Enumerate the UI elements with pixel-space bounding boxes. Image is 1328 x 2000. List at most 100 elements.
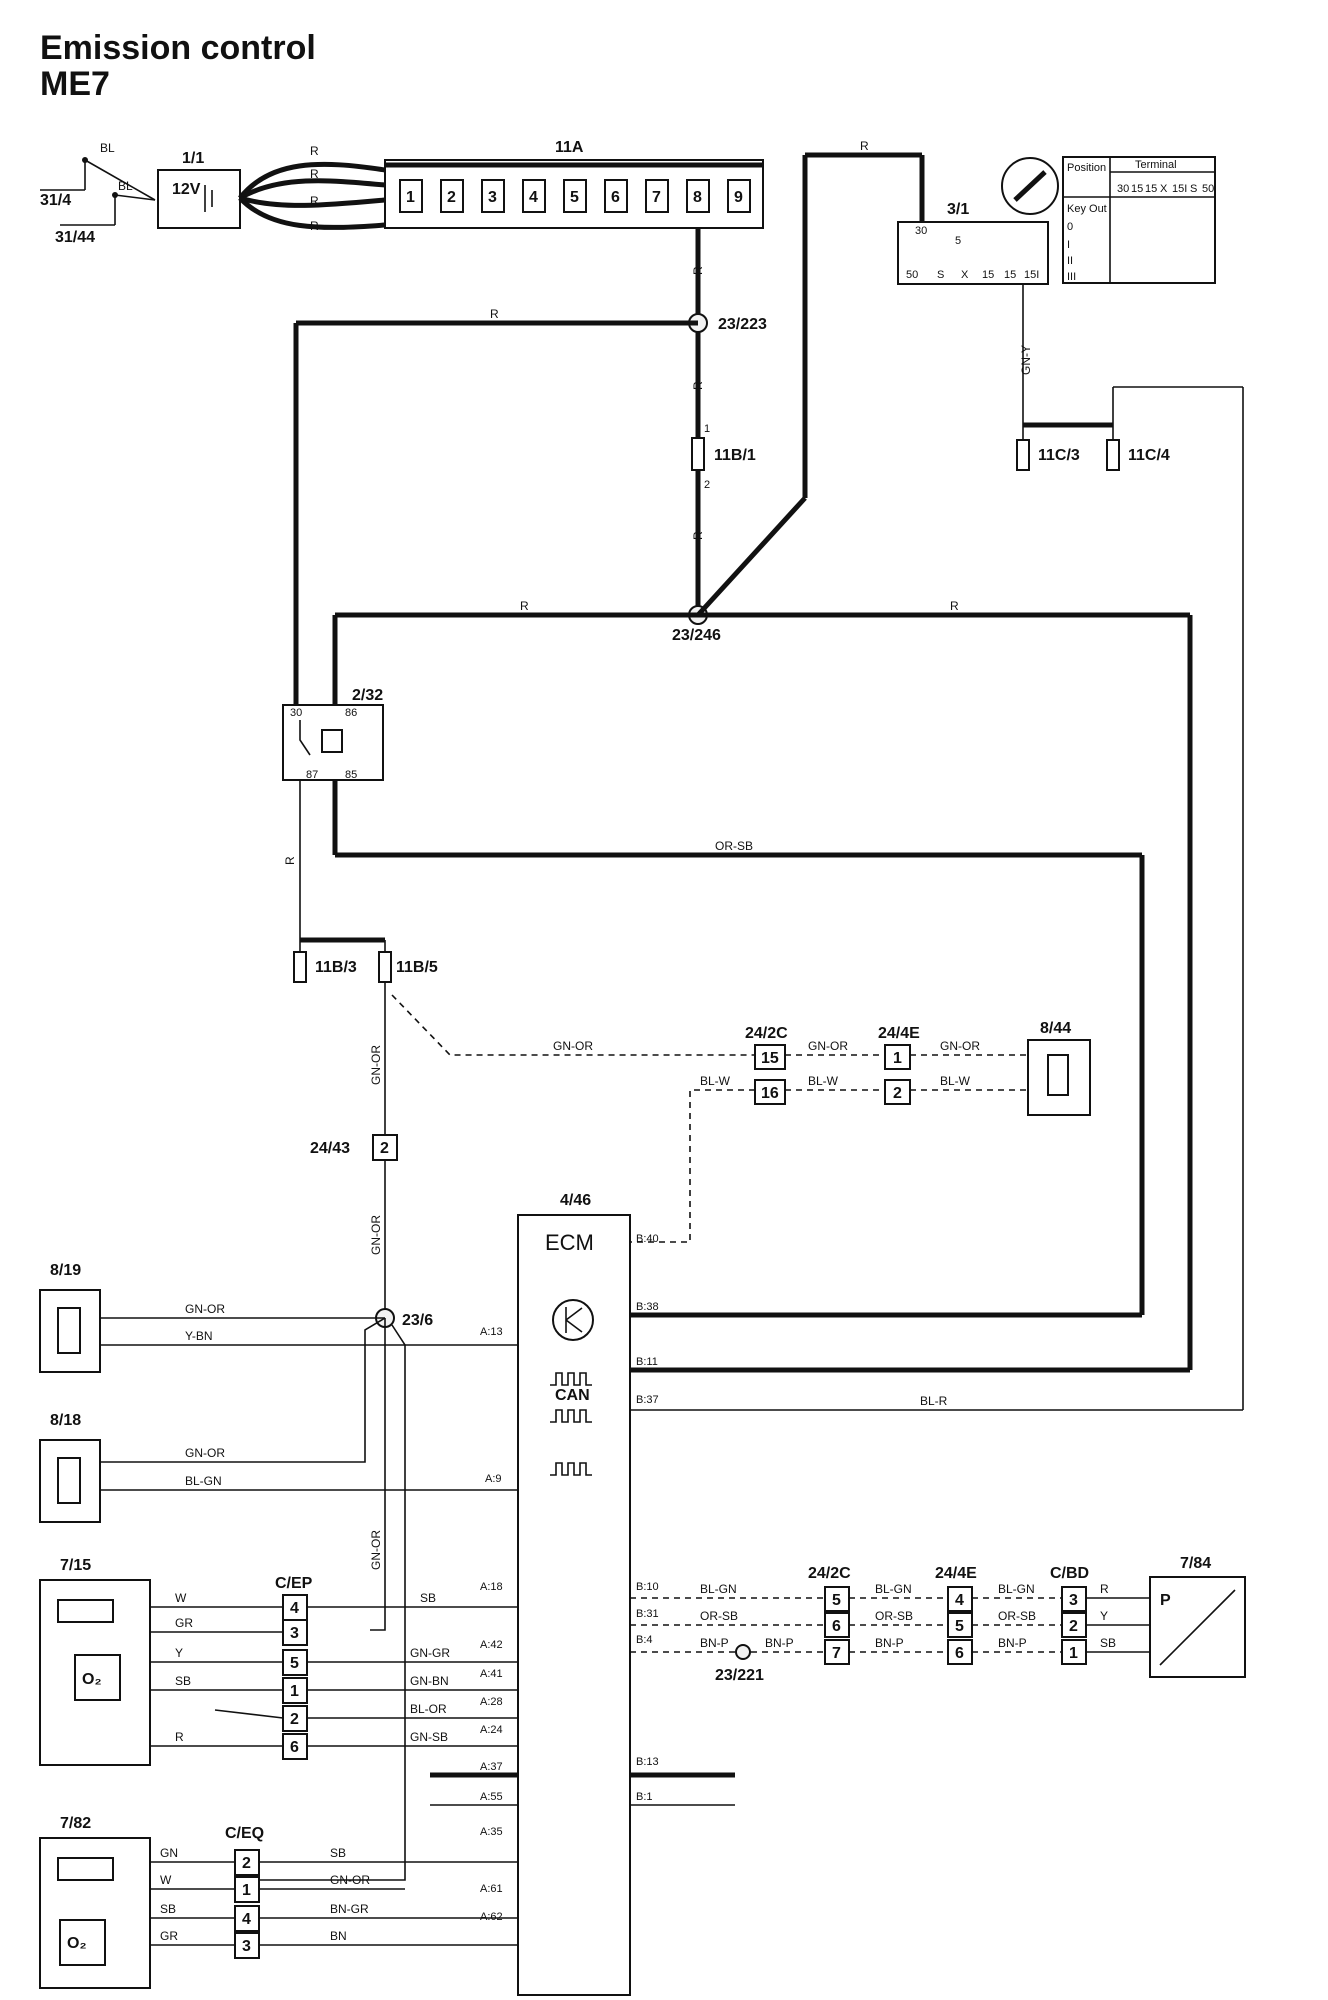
svg-text:GN-OR: GN-OR	[553, 1039, 593, 1053]
svg-text:SB: SB	[330, 1846, 346, 1860]
sensor-8-18-circuit: 8/18 GN-OR BL-GN	[39, 1317, 518, 1523]
svg-text:W: W	[175, 1591, 187, 1605]
svg-text:50: 50	[906, 269, 918, 281]
svg-text:X: X	[1160, 183, 1168, 195]
svg-text:85: 85	[345, 769, 357, 781]
svg-text:1: 1	[406, 189, 415, 206]
svg-text:15: 15	[1145, 183, 1157, 195]
relay-feed: R	[293, 307, 698, 705]
svg-text:3: 3	[242, 1938, 251, 1955]
svg-text:5: 5	[832, 1592, 841, 1609]
battery-feed-bundle: R R R R	[238, 144, 386, 233]
svg-text:BL-R: BL-R	[920, 1394, 948, 1408]
sensor-8-44-circuit: GN-OR 15 16 24/2C GN-OR BL-W 1 2 24/4E G…	[391, 994, 1091, 1243]
svg-text:GN-OR: GN-OR	[330, 1873, 370, 1887]
connector-label-24-4e-top: 24/4E	[878, 1025, 920, 1042]
splice-23-6-branches: GN-OR	[250, 1318, 406, 1881]
splice-label-23-221: 23/221	[715, 1667, 764, 1684]
fuse-label-11b-5: 11B/5	[396, 959, 438, 976]
svg-text:BL-GN: BL-GN	[875, 1582, 912, 1596]
svg-text:SB: SB	[420, 1591, 436, 1605]
svg-text:30: 30	[1117, 183, 1129, 195]
ecm-label: ECM	[545, 1230, 594, 1255]
svg-text:BN-P: BN-P	[765, 1636, 794, 1650]
svg-text:Position: Position	[1067, 162, 1106, 174]
relay-id: 2/32	[352, 687, 383, 704]
svg-text:SB: SB	[160, 1902, 176, 1916]
svg-text:GR: GR	[160, 1929, 178, 1943]
wire-label-r-b1: R	[310, 144, 319, 158]
svg-text:16: 16	[761, 1085, 779, 1102]
ignition-switch-id: 3/1	[947, 201, 969, 218]
fuse-label-11b-3: 11B/3	[315, 959, 357, 976]
svg-text:X: X	[961, 269, 969, 281]
connector-label-c-bd: C/BD	[1050, 1565, 1089, 1582]
svg-text:BL-GN: BL-GN	[700, 1582, 737, 1596]
fuse-11b-5	[378, 951, 392, 983]
svg-text:3: 3	[290, 1625, 299, 1642]
sensor-7-82-circuit: 7/82 O₂ C/EQ 2 1 4 3 GN W SB GR SB GN-OR…	[39, 1815, 518, 1989]
svg-text:4: 4	[242, 1911, 251, 1928]
fuse-slot-6: 6	[604, 179, 628, 213]
svg-text:OR-SB: OR-SB	[715, 839, 753, 853]
svg-text:R: R	[691, 381, 705, 390]
ignition-feed: R	[696, 139, 925, 617]
ground-connections: BL BL 31/4 31/44	[40, 141, 156, 246]
svg-text:BL-GN: BL-GN	[185, 1474, 222, 1488]
svg-text:A:9: A:9	[485, 1473, 502, 1485]
svg-text:6: 6	[832, 1618, 841, 1635]
svg-text:1: 1	[290, 1683, 299, 1700]
svg-text:R: R	[520, 599, 529, 613]
svg-text:30: 30	[290, 707, 302, 719]
svg-text:GN-OR: GN-OR	[940, 1039, 980, 1053]
svg-text:R: R	[860, 139, 869, 153]
svg-text:15: 15	[1131, 183, 1143, 195]
svg-text:GN-OR: GN-OR	[369, 1045, 383, 1085]
svg-text:GN-SB: GN-SB	[410, 1730, 448, 1744]
fuse-slot-2: 2	[440, 179, 464, 213]
svg-text:15: 15	[761, 1050, 779, 1067]
wire-label-r-b2: R	[310, 167, 319, 181]
sensor-label-7-82: 7/82	[60, 1815, 91, 1832]
svg-text:6: 6	[290, 1739, 299, 1756]
svg-text:Y-BN: Y-BN	[185, 1329, 213, 1343]
wire-label-r-b3: R	[310, 194, 319, 208]
svg-text:BL-W: BL-W	[808, 1074, 839, 1088]
diagram-title: Emission control ME7	[40, 30, 316, 102]
ecm-4-46: 4/46 ECM CAN B:40 B:38 B:11 B:37 B:10 B:…	[480, 1192, 659, 1996]
svg-text:B:40: B:40	[636, 1233, 659, 1245]
ecm-transistor-icon	[552, 1299, 594, 1341]
svg-text:1: 1	[704, 423, 710, 435]
svg-text:A:41: A:41	[480, 1668, 503, 1680]
svg-text:B:31: B:31	[636, 1608, 659, 1620]
svg-text:1: 1	[893, 1050, 902, 1067]
title-line-2: ME7	[40, 65, 110, 103]
svg-text:GR: GR	[175, 1616, 193, 1630]
svg-text:2: 2	[242, 1855, 251, 1872]
svg-text:GN-BN: GN-BN	[410, 1674, 449, 1688]
ecm-bus-stubs	[430, 1772, 735, 1806]
svg-text:5: 5	[570, 189, 579, 206]
relay-2-32: 2/32 30 86 87 85	[282, 687, 384, 781]
svg-text:B:13: B:13	[636, 1756, 659, 1768]
b37-wire: BL-R	[630, 1394, 1243, 1411]
svg-text:8: 8	[693, 189, 702, 206]
svg-text:BN-P: BN-P	[875, 1636, 904, 1650]
svg-text:BN-P: BN-P	[998, 1636, 1027, 1650]
svg-text:A:62: A:62	[480, 1911, 503, 1923]
relay-or-sb-loop: OR-SB	[332, 780, 1145, 1318]
svg-text:4: 4	[529, 189, 538, 206]
svg-text:3: 3	[488, 189, 497, 206]
svg-text:A:18: A:18	[480, 1581, 503, 1593]
svg-text:5: 5	[955, 1618, 964, 1635]
title-line-1: Emission control	[40, 29, 316, 67]
svg-text:2: 2	[290, 1711, 299, 1728]
svg-text:A:55: A:55	[480, 1791, 503, 1803]
svg-text:III: III	[1067, 271, 1076, 283]
svg-text:BN: BN	[330, 1929, 347, 1943]
connector-label-c-ep: C/EP	[275, 1575, 313, 1592]
battery-id: 1/1	[182, 150, 204, 167]
ground-label-31-44: 31/44	[55, 229, 95, 246]
svg-text:SB: SB	[1100, 1636, 1116, 1650]
connector-label-24-43: 24/43	[310, 1140, 350, 1157]
